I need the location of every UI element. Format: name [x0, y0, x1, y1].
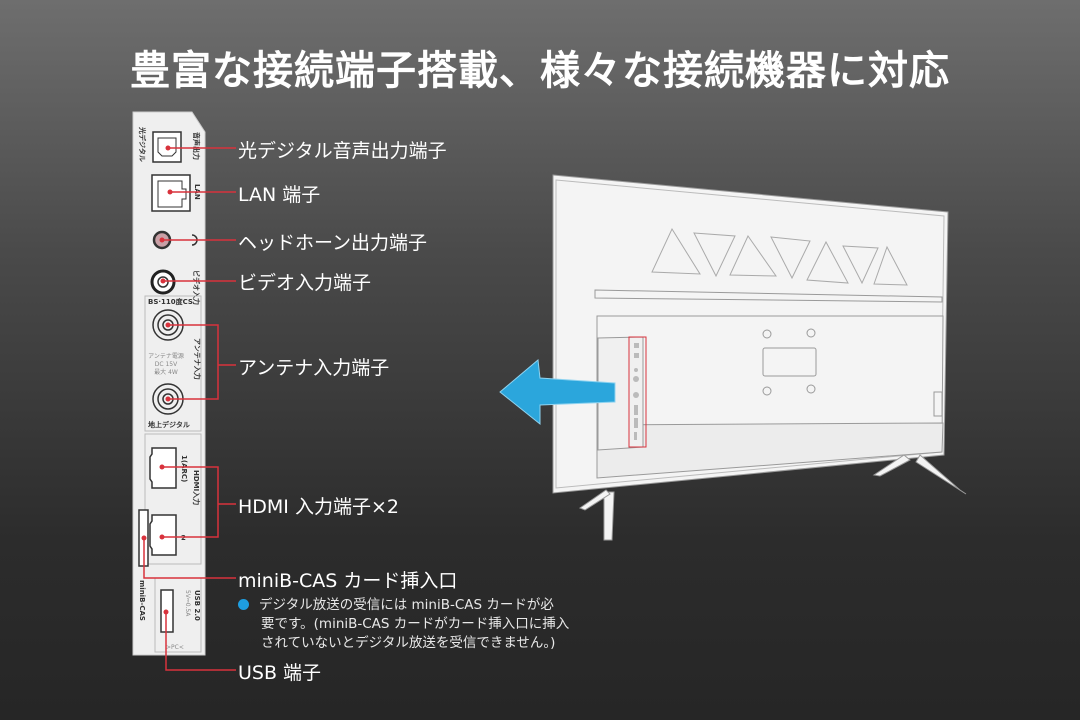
svg-text:2: 2	[181, 534, 186, 542]
svg-text:ビデオ入力: ビデオ入力	[192, 270, 201, 305]
callout-lan: LAN 端子	[238, 184, 321, 206]
callout-video: ビデオ入力端子	[238, 272, 372, 294]
svg-text:BS·110度CS: BS·110度CS	[148, 297, 193, 306]
callout-lines	[143, 147, 236, 671]
svg-text:地上デジタル: 地上デジタル	[148, 420, 190, 429]
callout-antenna: アンテナ入力端子	[238, 357, 390, 379]
svg-text:miniB-CAS: miniB-CAS	[138, 580, 146, 621]
svg-text:>PC<: >PC<	[166, 644, 184, 651]
page-title: 豊富な接続端子搭載、様々な接続機器に対応	[130, 48, 950, 94]
callout-hdmi: HDMI 入力端子×2	[238, 496, 399, 518]
svg-text:光デジタル: 光デジタル	[138, 126, 147, 162]
callout-dots	[141, 145, 173, 615]
svg-text:アンテナ入力: アンテナ入力	[193, 338, 202, 380]
bullet-icon	[238, 599, 249, 610]
svg-text:5V⎓0.5A: 5V⎓0.5A	[184, 590, 191, 617]
callout-headphone: ヘッドホーン出力端子	[238, 232, 428, 254]
connector-panel: 光デジタル 音声出力 LAN ビデオ入力 BS·110度CS アンテナ電源 DC…	[132, 111, 206, 656]
cas-note: デジタル放送の受信には miniB-CAS カードが必 要です。(miniB-C…	[238, 596, 569, 653]
lan-port	[151, 174, 191, 212]
svg-text:DC 15V: DC 15V	[155, 361, 178, 368]
svg-text:1(ARC): 1(ARC)	[180, 455, 188, 482]
svg-text:HDMI入力: HDMI入力	[192, 470, 201, 505]
callout-usb: USB 端子	[238, 662, 322, 684]
svg-text:USB 2.0: USB 2.0	[193, 590, 201, 621]
svg-text:アンテナ電源: アンテナ電源	[148, 352, 184, 360]
callout-optical: 光デジタル音声出力端子	[238, 140, 447, 162]
arrow-left-icon	[499, 359, 616, 426]
svg-text:最大 4W: 最大 4W	[154, 368, 178, 376]
svg-text:音声出力: 音声出力	[192, 132, 201, 160]
callout-minib-cas: miniB-CAS カード挿入口	[238, 570, 458, 592]
tv-back-illustration	[552, 174, 967, 541]
